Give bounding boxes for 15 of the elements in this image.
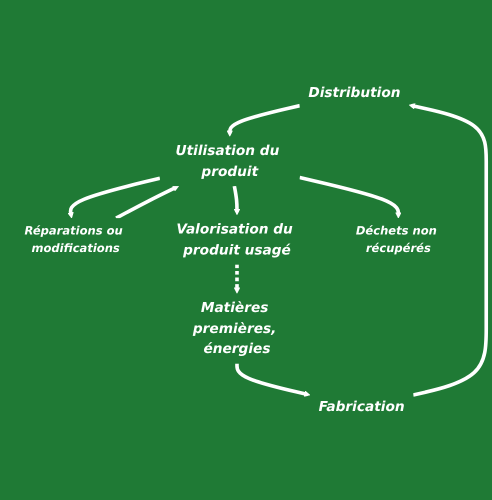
node-text: Distribution xyxy=(308,84,400,101)
node-text: Utilisation du produit xyxy=(176,142,280,180)
arrow xyxy=(234,264,240,294)
node-text: Matières premières, énergies xyxy=(192,300,276,357)
node-text: Réparations ou modifications xyxy=(24,224,123,255)
node-text: Déchets non récupérés xyxy=(356,224,437,255)
arrow xyxy=(232,186,240,216)
node-text: Valorisation du produit usagé xyxy=(176,221,293,258)
arrow xyxy=(408,103,488,397)
arrow xyxy=(115,186,179,220)
arrow xyxy=(226,104,300,137)
arrow xyxy=(235,364,310,397)
node-text: Fabrication xyxy=(318,398,405,415)
arrow xyxy=(299,176,402,218)
arrow xyxy=(68,176,160,218)
